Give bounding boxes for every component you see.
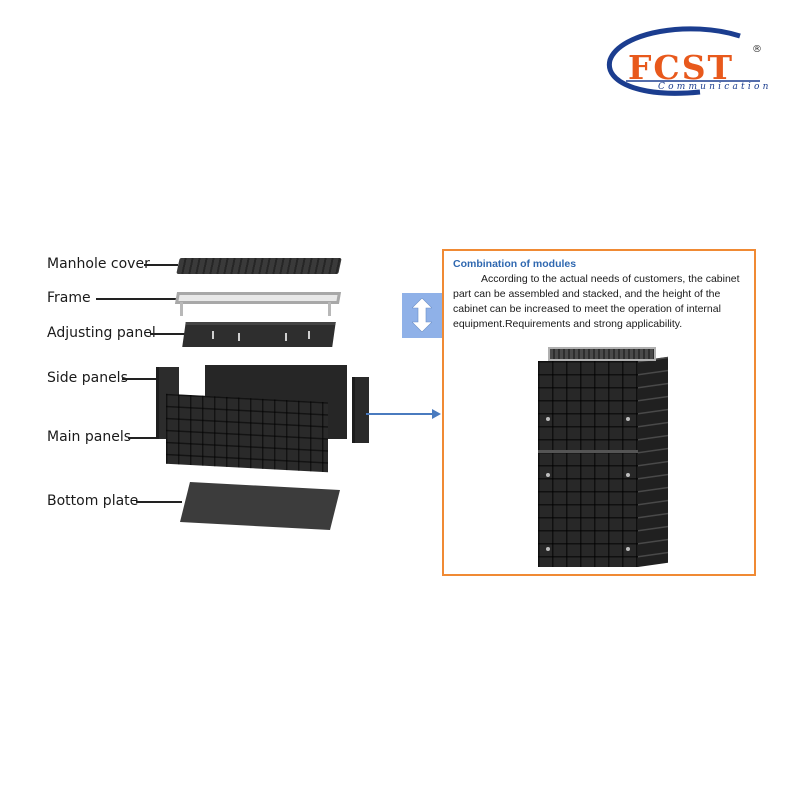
label-main-panels: Main panels xyxy=(47,429,132,445)
leader-line xyxy=(122,378,158,380)
adjust-rib xyxy=(308,331,310,339)
bolt xyxy=(546,417,550,421)
leader-line xyxy=(150,333,186,335)
right-arrow-icon xyxy=(432,409,441,419)
bolt xyxy=(626,417,630,421)
assembled-cabinet-image xyxy=(538,347,668,569)
main-panel-part xyxy=(166,393,328,473)
leader-line xyxy=(136,501,182,503)
label-side-panels: Side panels xyxy=(47,370,128,386)
adjust-rib xyxy=(285,333,287,341)
info-body: According to the actual needs of custome… xyxy=(453,273,740,330)
info-title: Combination of modules xyxy=(453,258,577,270)
label-bottom-plate: Bottom plate xyxy=(47,493,139,509)
logo-subtitle: Communication xyxy=(658,82,772,92)
bolt xyxy=(546,473,550,477)
up-down-arrow-icon xyxy=(412,298,432,332)
adjust-rib xyxy=(238,333,240,341)
registered-mark: ® xyxy=(752,44,762,55)
label-manhole-cover: Manhole cover xyxy=(47,256,150,272)
cabinet-cover xyxy=(548,347,656,361)
adjusting-panel-part xyxy=(182,322,336,347)
frame-part xyxy=(174,292,342,304)
label-adjusting-panel: Adjusting panel xyxy=(47,325,156,341)
cabinet-module-seam xyxy=(538,450,638,453)
info-panel: Combination of modules According to the … xyxy=(442,249,756,576)
stack-indicator xyxy=(402,293,442,338)
leader-line xyxy=(144,264,178,266)
cabinet-side xyxy=(638,356,668,567)
leader-line xyxy=(128,437,166,439)
bolt xyxy=(546,547,550,551)
manhole-cover-part xyxy=(176,258,342,274)
logo-swoosh-icon xyxy=(606,26,760,96)
bolt xyxy=(626,473,630,477)
fcst-logo: FCST ® Communication xyxy=(600,26,780,100)
leader-line xyxy=(96,298,178,300)
connector-line xyxy=(366,413,436,415)
frame-leg xyxy=(180,302,183,316)
cabinet-front xyxy=(538,361,638,567)
adjust-rib xyxy=(212,331,214,339)
frame-leg xyxy=(328,302,331,316)
bottom-plate-part xyxy=(180,482,340,530)
logo-wordmark: FCST xyxy=(628,48,735,87)
label-frame: Frame xyxy=(47,290,91,306)
side-panel-right xyxy=(352,377,369,443)
bolt xyxy=(626,547,630,551)
